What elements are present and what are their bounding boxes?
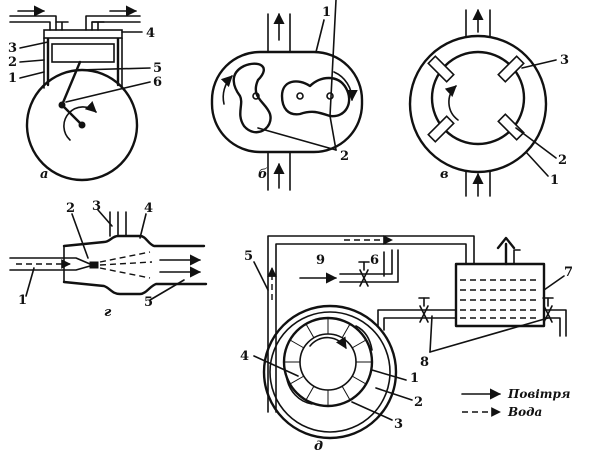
separator-tank — [454, 262, 546, 328]
letter-d: д — [314, 439, 323, 454]
housing — [210, 50, 364, 154]
piston — [51, 43, 115, 63]
diagram-a-piston-compressor: 3 2 1 4 5 6 а — [8, 5, 162, 182]
tank-vent-arrow — [496, 236, 516, 266]
vane-3 — [427, 115, 455, 143]
label-d-7: 7 — [564, 265, 573, 280]
label-a-2: 2 — [8, 55, 17, 70]
label-a-6: 6 — [153, 75, 162, 90]
letter-b: б — [258, 167, 268, 182]
label-b-1: 1 — [322, 5, 331, 20]
label-g-2: 2 — [66, 201, 75, 216]
legend-air-label: Повітря — [507, 387, 570, 401]
impeller-blades — [284, 318, 372, 406]
label-g-5: 5 — [144, 295, 153, 310]
vane-1 — [427, 55, 455, 83]
label-v-2: 2 — [558, 153, 567, 168]
connecting-rod — [60, 60, 82, 107]
label-d-6: 6 — [370, 253, 379, 268]
label-v-1: 1 — [550, 173, 559, 188]
rotor-left — [232, 62, 272, 134]
label-d-2: 2 — [414, 395, 423, 410]
vane-2 — [497, 55, 525, 83]
rotor-right — [280, 76, 351, 118]
diagram-g-ejector: 2 3 4 1 5 г — [9, 199, 208, 320]
label-a-4: 4 — [146, 26, 155, 41]
label-a-5: 5 — [153, 61, 162, 76]
letter-a: а — [40, 167, 48, 182]
label-d-1: 1 — [410, 371, 419, 386]
label-d-4: 4 — [240, 349, 249, 364]
legend: Повітря Вода — [461, 387, 570, 419]
vane-4 — [497, 113, 525, 141]
label-v-3: 3 — [560, 53, 569, 68]
nozzle — [9, 257, 91, 271]
stator — [408, 34, 548, 174]
label-a-1: 1 — [8, 71, 17, 86]
letter-g: г — [104, 305, 112, 320]
ejector-body-top — [62, 234, 206, 248]
ejector-body-bottom — [62, 280, 208, 296]
return-pipe — [267, 235, 475, 413]
casing — [262, 304, 398, 440]
rotor — [430, 50, 526, 146]
crank — [60, 103, 84, 127]
discharge-valve — [91, 21, 105, 31]
valve-9 — [359, 269, 369, 287]
letter-v: в — [440, 167, 449, 182]
water-level-lines — [460, 279, 540, 319]
suction-valve — [55, 21, 69, 31]
discharge-port — [355, 325, 373, 351]
diagram-v-vane-compressor: 3 2 1 в — [408, 8, 569, 197]
label-a-3: 3 — [8, 41, 17, 56]
cylinder-head — [43, 29, 123, 39]
label-d-9: 9 — [316, 253, 325, 268]
suction-port — [285, 373, 313, 405]
label-d-8: 8 — [420, 355, 429, 370]
label-d-3: 3 — [394, 417, 403, 432]
label-g-3: 3 — [92, 199, 101, 214]
label-g-4: 4 — [144, 201, 153, 216]
label-b-2: 2 — [340, 149, 349, 164]
label-d-5: 5 — [244, 249, 253, 264]
legend-water-label: Вода — [507, 405, 542, 419]
diagram-d-liquid-ring-pump: 5 9 6 7 8 4 1 2 3 д — [240, 235, 573, 454]
label-g-1: 1 — [18, 293, 27, 308]
diagram-b-roots-blower: 1 2 б — [210, 0, 364, 191]
valve-8a — [419, 305, 429, 323]
